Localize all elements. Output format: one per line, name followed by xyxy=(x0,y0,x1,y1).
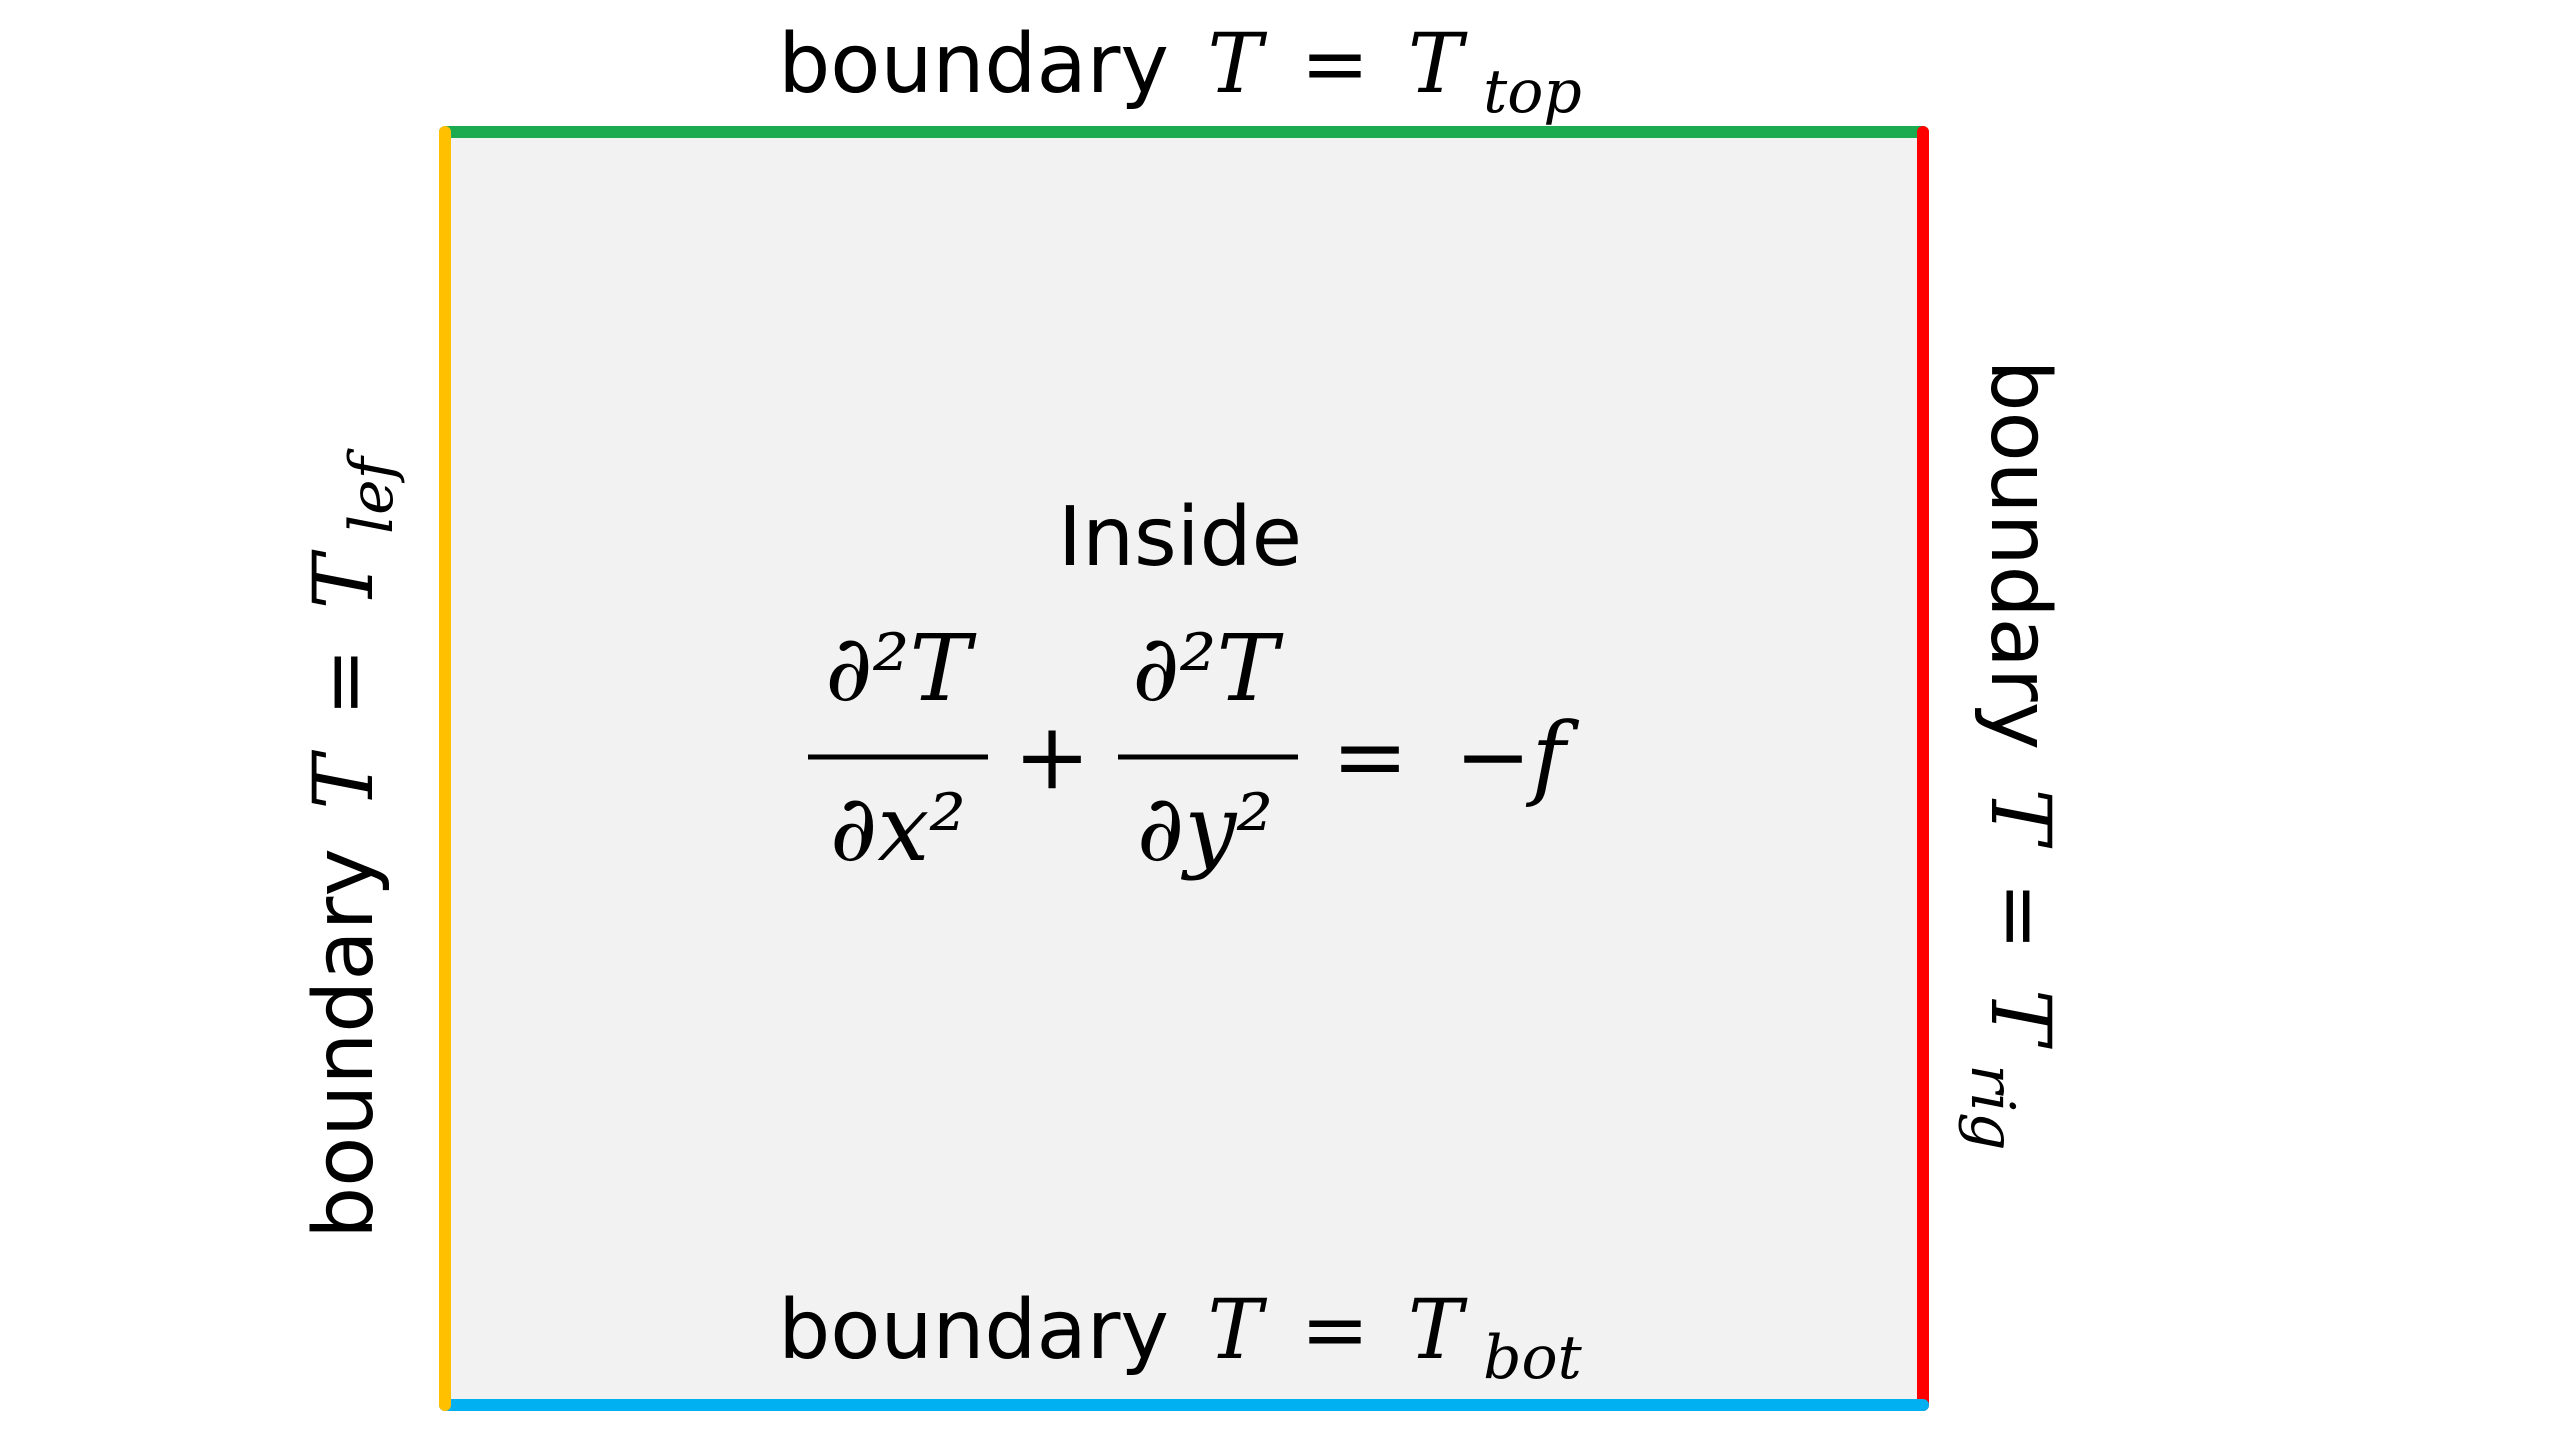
right-boundary-label: boundary T = T rig xyxy=(1957,359,2067,1150)
top-boundary-label: boundary T = T top xyxy=(778,17,1581,127)
left-boundary-label: boundary T = T lef xyxy=(297,447,407,1239)
term1-denominator: ∂x² xyxy=(830,775,966,882)
term2-numerator: ∂²T xyxy=(1132,615,1283,722)
domain-interior xyxy=(445,132,1923,1405)
term2-denominator: ∂y² xyxy=(1137,775,1273,882)
equation-rhs: −f xyxy=(1454,703,1579,810)
bottom-boundary-label: boundary T = T bot xyxy=(778,1283,1582,1393)
inside-title: Inside xyxy=(1058,490,1302,585)
term1-numerator: ∂²T xyxy=(825,615,976,722)
equals-sign: = xyxy=(1331,703,1408,810)
plus-sign: + xyxy=(1013,703,1090,810)
poisson-equation: ∂²T ∂x² + ∂²T ∂y² = −f xyxy=(808,615,1580,882)
